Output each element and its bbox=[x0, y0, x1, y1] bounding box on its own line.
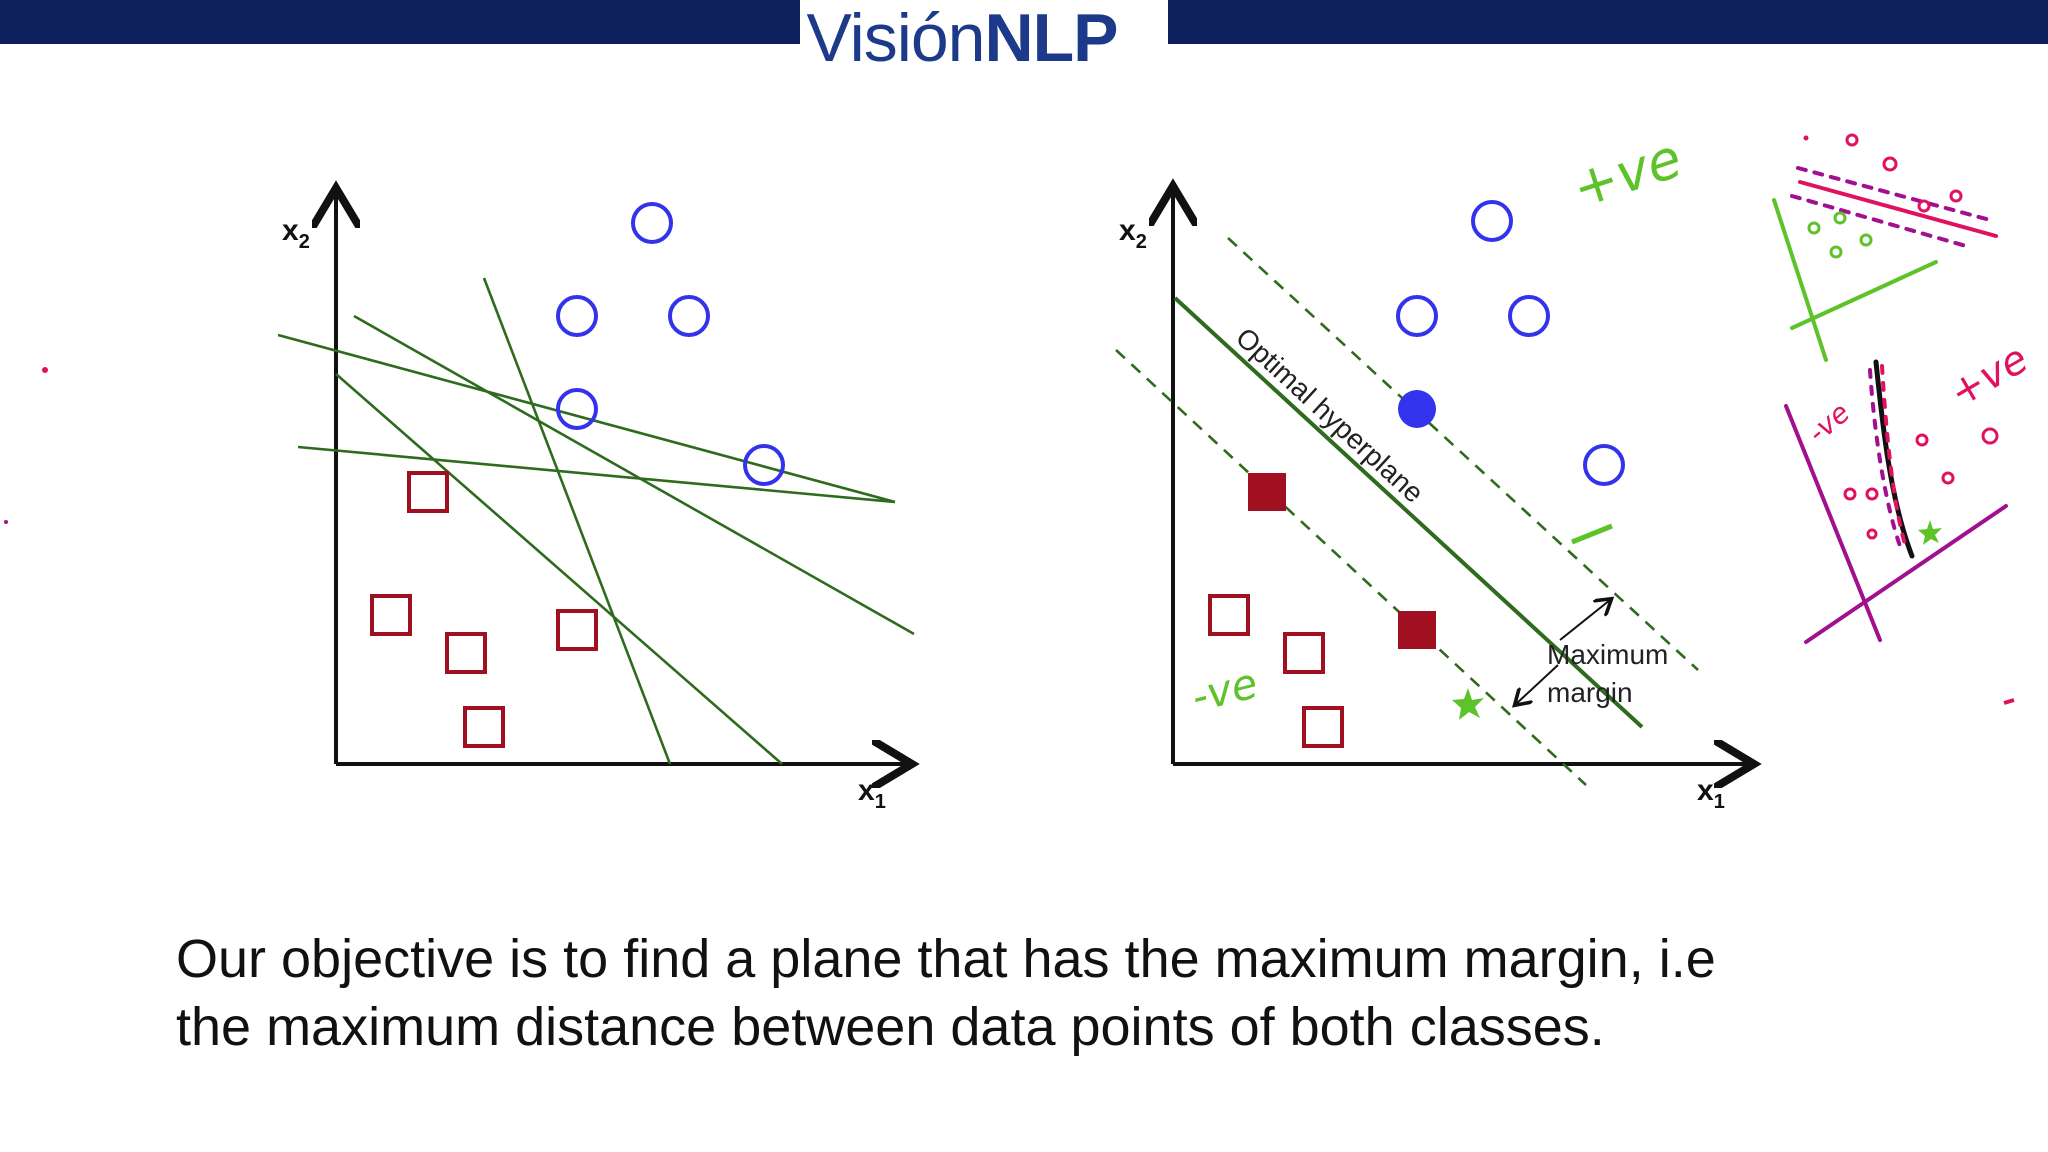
sketch-top bbox=[1772, 133, 1998, 362]
candidate-line bbox=[277, 333, 896, 504]
left-y-axis-label: x2 bbox=[282, 214, 310, 253]
candidate-line bbox=[482, 277, 672, 765]
square-point bbox=[1283, 632, 1325, 674]
support-vector-square bbox=[1248, 473, 1286, 511]
sketch-bottom: +ve -ve bbox=[1784, 336, 2036, 644]
stray-mark bbox=[2003, 698, 2015, 705]
candidate-line bbox=[335, 373, 783, 765]
support-vector-circle bbox=[1398, 390, 1436, 428]
left-circles bbox=[556, 202, 785, 486]
circle-point bbox=[556, 295, 598, 337]
handwritten-negative-label: -ve bbox=[1187, 658, 1263, 721]
handwritten-dash bbox=[1571, 523, 1613, 545]
left-x-axis-label: x1 bbox=[858, 774, 886, 813]
candidate-line bbox=[297, 445, 896, 504]
handwritten-positive-label: +ve bbox=[1565, 126, 1690, 220]
square-point bbox=[407, 471, 449, 513]
square-point bbox=[370, 594, 412, 636]
stray-mark bbox=[4, 520, 8, 524]
logo-text-light: Visión bbox=[806, 0, 986, 76]
square-point bbox=[1302, 706, 1344, 748]
right-x-axis-label: x1 bbox=[1697, 774, 1725, 813]
stray-mark bbox=[42, 367, 48, 373]
upper-margin-line bbox=[1227, 237, 1699, 671]
logo-text-bold: NLP bbox=[984, 0, 1119, 76]
square-point bbox=[556, 609, 598, 651]
right-y-axis-label: x2 bbox=[1119, 214, 1147, 253]
header-bar-left bbox=[0, 0, 800, 44]
margin-arrow-down bbox=[1516, 664, 1559, 704]
circle-point bbox=[1396, 295, 1438, 337]
support-vector-square bbox=[1398, 611, 1436, 649]
candidate-line bbox=[353, 314, 915, 636]
candidate-lines bbox=[277, 277, 915, 765]
right-squares bbox=[1208, 594, 1344, 748]
handwritten-annotations: +ve -ve bbox=[4, 126, 2036, 722]
circle-point bbox=[1508, 295, 1550, 337]
star-mark-icon bbox=[1452, 688, 1484, 720]
square-point bbox=[445, 632, 487, 674]
left-plot: x2 x1 bbox=[277, 192, 915, 813]
maximum-margin-label-1: Maximum bbox=[1547, 639, 1668, 670]
header-bar-right bbox=[1168, 0, 2048, 44]
square-point bbox=[1208, 594, 1250, 636]
handwritten-negative-label-2: -ve bbox=[1801, 396, 1856, 450]
margin-arrow-up bbox=[1559, 600, 1610, 641]
right-plot: x2 x1 Optimal hyperplane Maximum margin bbox=[1115, 190, 1750, 813]
left-squares bbox=[370, 471, 598, 748]
optimal-hyperplane bbox=[1173, 296, 1644, 729]
circle-point bbox=[556, 388, 598, 430]
right-circles bbox=[1396, 200, 1625, 486]
caption-line-2: the maximum distance between data points… bbox=[176, 997, 1605, 1057]
circle-point bbox=[668, 295, 710, 337]
maximum-margin-label-2: margin bbox=[1547, 677, 1633, 708]
square-point bbox=[463, 706, 505, 748]
circle-point bbox=[1583, 444, 1625, 486]
caption-text: Our objective is to find a plane that ha… bbox=[176, 925, 1896, 1061]
caption-line-1: Our objective is to find a plane that ha… bbox=[176, 929, 1716, 989]
circle-point bbox=[743, 444, 785, 486]
circle-point bbox=[1471, 200, 1513, 242]
lower-margin-line bbox=[1115, 349, 1587, 786]
circle-point bbox=[631, 202, 673, 244]
handwritten-positive-label-2: +ve bbox=[1942, 336, 2036, 417]
